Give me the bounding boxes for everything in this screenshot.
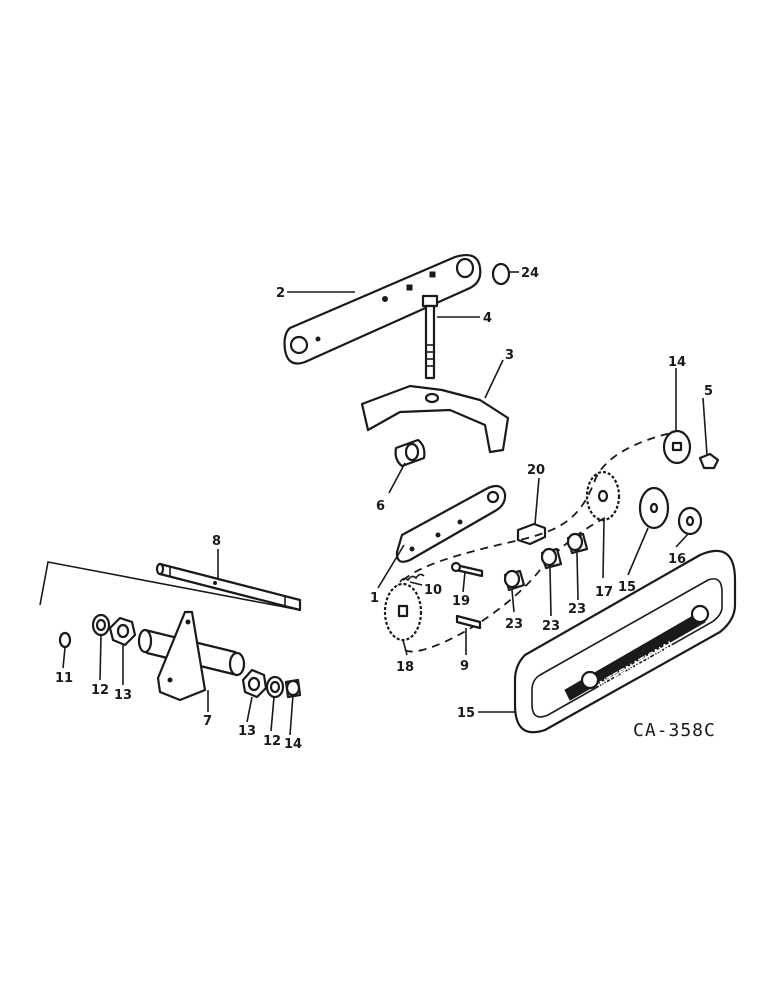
callout-23-b: 23 [542, 619, 560, 634]
part-23-bushing-b [540, 547, 563, 570]
part-4-bolt [421, 294, 439, 380]
callout-13-left: 13 [114, 688, 132, 703]
callout-3: 3 [505, 348, 514, 363]
callout-12-right: 12 [263, 734, 281, 749]
callout-8: 8 [212, 534, 221, 549]
callout-5: 5 [704, 384, 713, 399]
drawing-id-label: CA-358C [633, 720, 716, 741]
part-16-sprocket [662, 429, 692, 465]
callout-16: 14 [668, 355, 686, 370]
part-1-plate [395, 484, 507, 563]
callout-20: 18 [396, 660, 414, 675]
callout-14: 14 [284, 737, 302, 752]
part-14-bushing [284, 678, 302, 699]
part-18-sprocket [677, 506, 703, 536]
part-11-cap [58, 631, 72, 649]
part-10-spring [399, 573, 425, 583]
callout-6: 6 [376, 499, 385, 514]
callout-11: 11 [55, 671, 73, 686]
part-8-shaft [155, 562, 302, 612]
part-21-pin [450, 561, 484, 578]
chain-path-lower [404, 517, 606, 653]
part-17-sprocket [638, 486, 670, 530]
chain-path [391, 431, 676, 606]
callout-10: 10 [424, 583, 442, 598]
part-24-ring [491, 262, 511, 286]
callout-17: 15 [618, 580, 636, 595]
part-13-flange-right [241, 668, 268, 699]
callout-1: 1 [370, 591, 379, 606]
part-20-sprocket [383, 582, 423, 642]
part-12-bearing-left [91, 613, 111, 637]
callout-7: 7 [203, 714, 212, 729]
callout-4: 4 [483, 311, 492, 326]
part-23-bushing-a [503, 569, 526, 592]
callout-22: 20 [527, 463, 545, 478]
callout-13-right: 13 [238, 724, 256, 739]
part-23-bushing-c [566, 532, 589, 555]
leader-lines [62, 271, 708, 736]
part-6-bushing [394, 438, 426, 468]
callout-23-c: 23 [505, 617, 523, 632]
callout-9: 9 [460, 659, 469, 674]
shaft-axis-line [39, 561, 301, 611]
callout-24: 24 [521, 266, 539, 281]
part-2-flat-bar [283, 253, 482, 365]
callout-21: 19 [452, 594, 470, 609]
callout-2: 2 [276, 286, 285, 301]
callout-23-a: 23 [568, 602, 586, 617]
part-19-sprocket [585, 470, 621, 522]
part-13-flange-left [108, 616, 137, 647]
part-12-bearing-right [265, 675, 285, 699]
part-9-pin [455, 614, 482, 630]
callouts: 2 24 4 3 14 5 6 20 1 10 19 17 15 16 23 2… [55, 266, 713, 752]
part-5-nut [698, 452, 720, 470]
part-3-bracket [360, 384, 510, 454]
callout-19: 17 [595, 585, 613, 600]
callout-15: 15 [457, 706, 475, 721]
part-15-chain-cover: INTERNATIONAL [513, 549, 737, 734]
callout-18: 16 [668, 552, 686, 567]
callout-12-left: 12 [91, 683, 109, 698]
part-7-tube-assembly [137, 610, 246, 702]
